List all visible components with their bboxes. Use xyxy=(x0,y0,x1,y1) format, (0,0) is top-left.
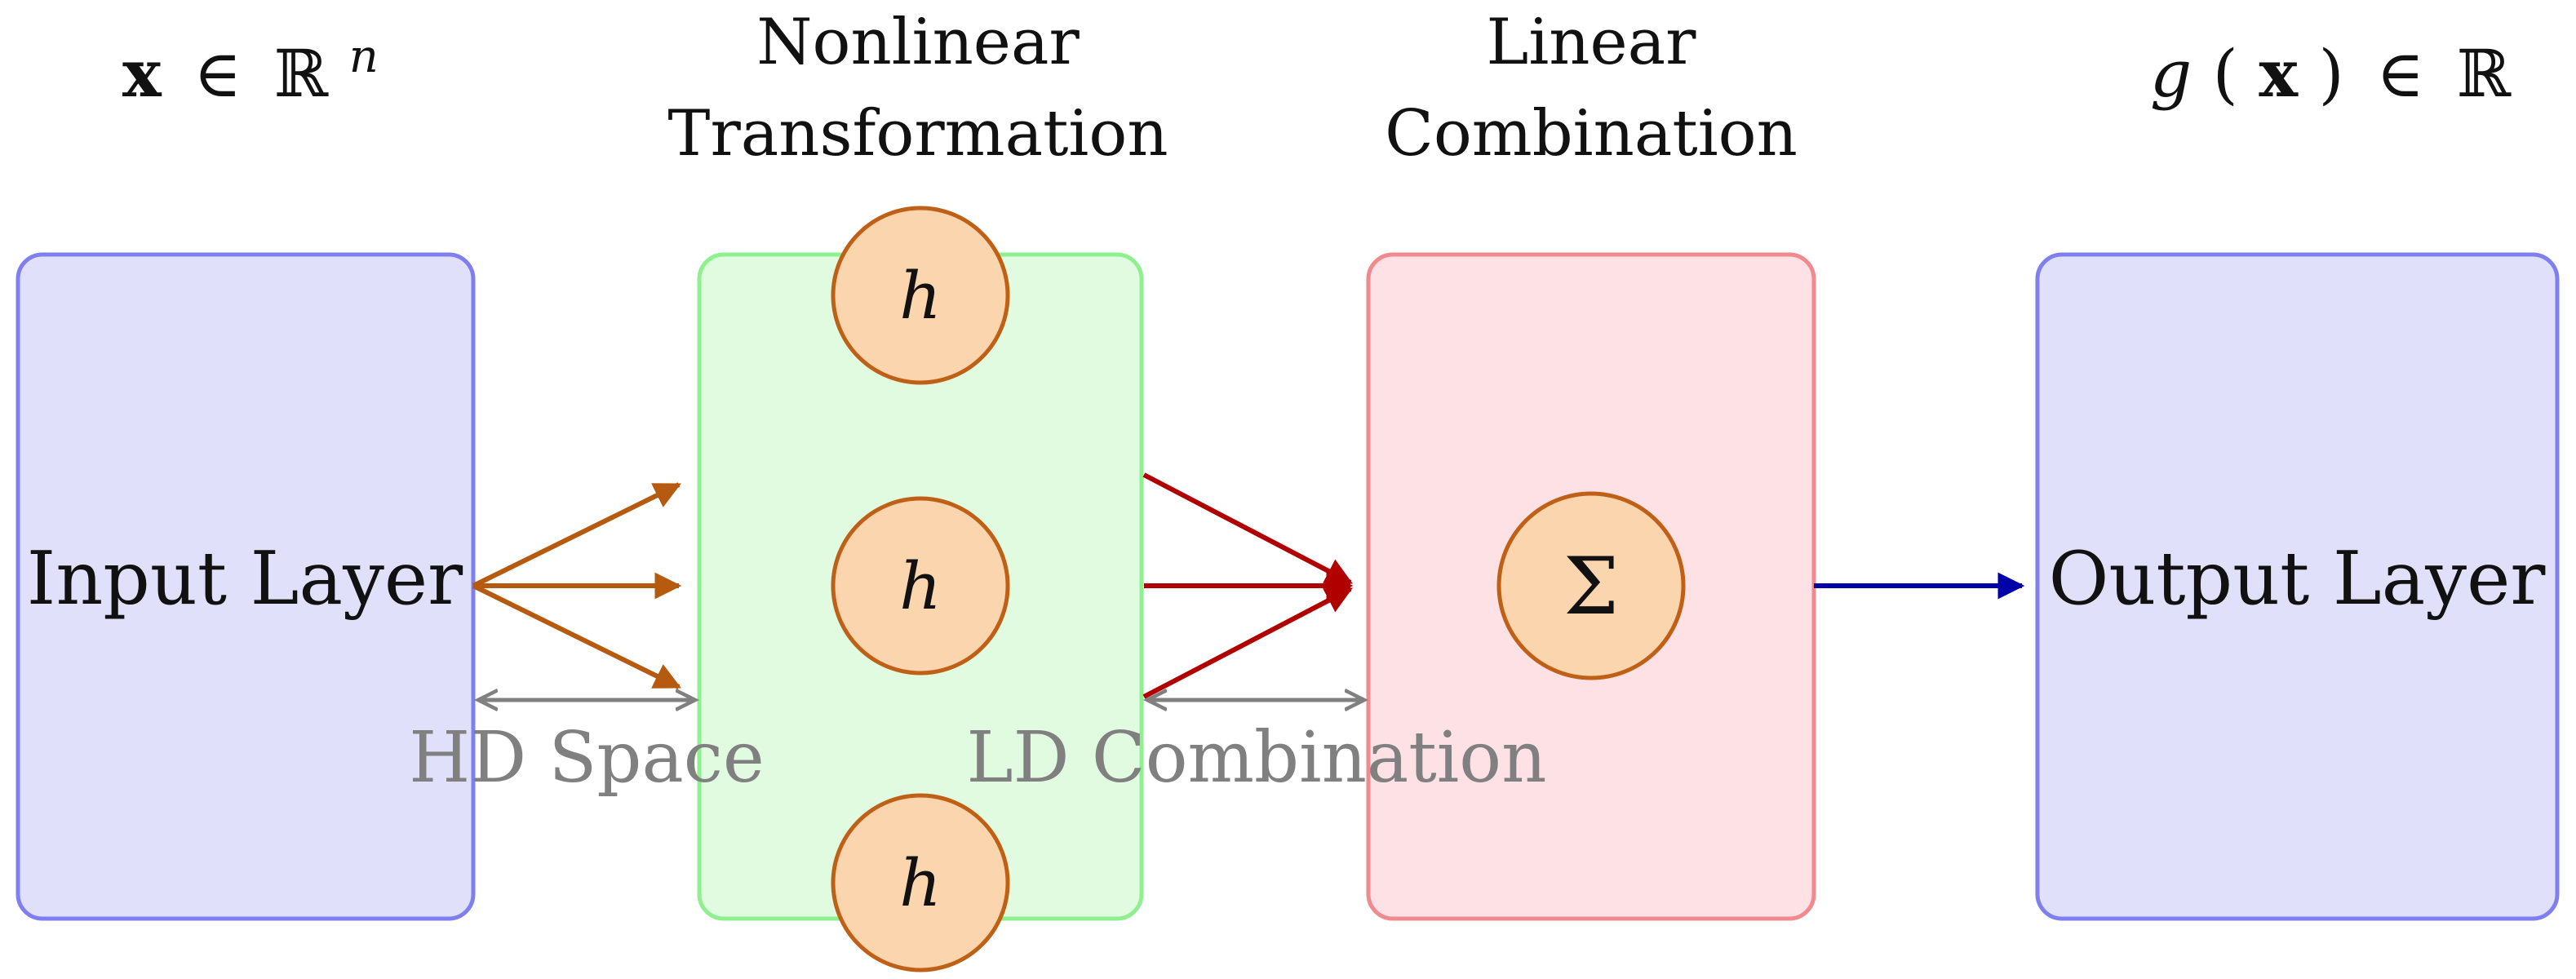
output-layer-label: Output Layer xyxy=(2049,536,2547,622)
input-arrow-up xyxy=(472,482,681,588)
hd-space-label: HD Space xyxy=(409,717,765,799)
hidden-unit-bottom: h xyxy=(831,793,1010,972)
hidden-unit-top-symbol: h xyxy=(899,258,942,334)
output-layer-box xyxy=(2035,252,2560,921)
hidden-unit-middle: h xyxy=(831,496,1010,676)
element-of-symbol: ∈ xyxy=(193,36,242,112)
sum-symbol: Σ xyxy=(1563,541,1619,632)
hidden-unit-bottom-symbol: h xyxy=(899,845,942,921)
input-vector-symbol: x xyxy=(122,35,162,112)
combo-arrow-upper xyxy=(1142,472,1353,585)
real-set-symbol-2: ℝ xyxy=(2457,36,2512,112)
input-arrow-down xyxy=(472,583,681,689)
hidden-unit-top: h xyxy=(831,206,1010,385)
open-paren: ( xyxy=(2213,36,2238,112)
input-layer-label: Input Layer xyxy=(27,536,463,622)
linear-heading-line2: Combination xyxy=(1385,97,1798,171)
output-vector-symbol: x xyxy=(2259,35,2299,112)
output-dimension-heading: g ( x ) ∈ ℝ xyxy=(2150,35,2512,112)
output-function-symbol: g xyxy=(2150,36,2192,112)
real-set-symbol: ℝ xyxy=(274,36,330,112)
combo-arrow-lower xyxy=(1142,587,1353,699)
hidden-unit-middle-symbol: h xyxy=(899,548,942,624)
nonlinear-heading-line1: Nonlinear xyxy=(756,6,1080,79)
exponent-n: n xyxy=(349,30,379,83)
element-of-symbol-2: ∈ xyxy=(2376,36,2424,112)
input-dimension-heading: x ∈ ℝ n xyxy=(122,30,379,112)
nonlinear-heading-line2: Transformation xyxy=(667,97,1168,171)
ld-combination-label: LD Combination xyxy=(967,717,1547,799)
sum-node: Σ xyxy=(1496,491,1686,680)
linear-heading-line1: Linear xyxy=(1487,6,1697,79)
close-paren: ) xyxy=(2318,36,2343,112)
